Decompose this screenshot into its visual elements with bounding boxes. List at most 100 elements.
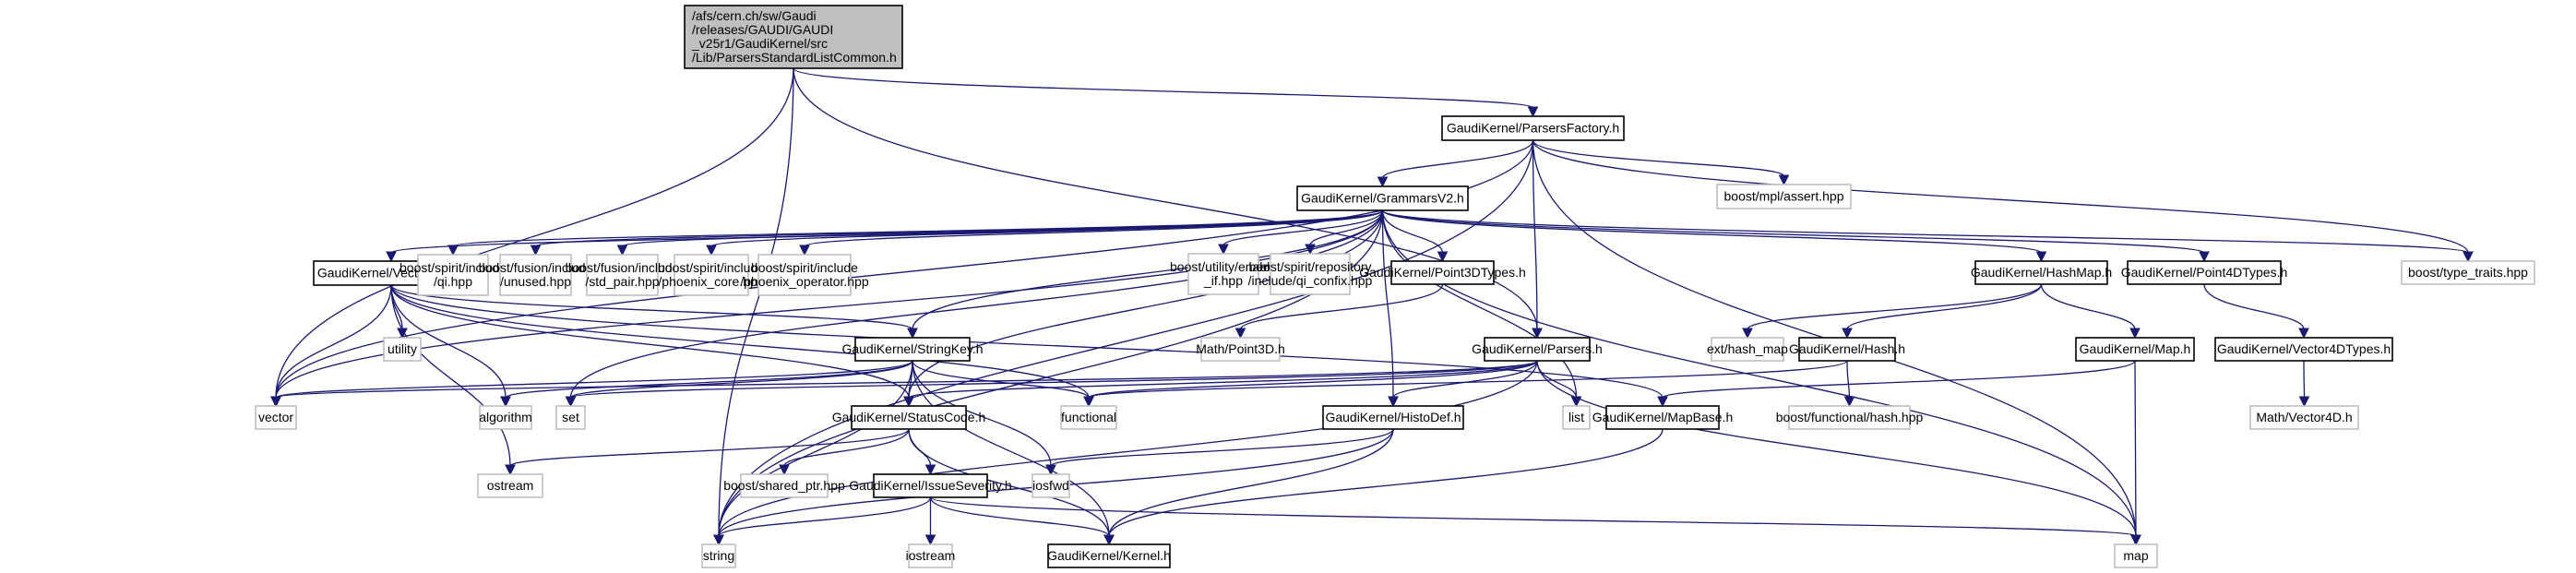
node-label-mplassert: boost/mpl/assert.hpp [1724, 189, 1844, 204]
node-string[interactable]: string [701, 543, 736, 568]
edge-parsers-to-map [1536, 360, 2137, 537]
node-box-ostream[interactable] [477, 473, 543, 498]
node-set[interactable]: set [555, 405, 586, 430]
node-phxop[interactable]: boost/spirit/include/phoenix_operator.hp… [740, 254, 869, 296]
node-iosfwd[interactable]: iosfwd [1032, 473, 1070, 498]
node-label-enableif: _if.hpp [1203, 273, 1243, 288]
node-box-phxop[interactable] [757, 254, 852, 296]
node-root[interactable]: /afs/cern.ch/sw/Gaudi/releases/GAUDI/GAU… [684, 5, 903, 69]
node-box-mathpoint3d[interactable] [1200, 337, 1281, 362]
node-iostream[interactable]: iostream [906, 543, 956, 568]
node-mathvector4d[interactable]: Math/Vector4D.h [2249, 405, 2359, 430]
node-parsers[interactable]: GaudiKernel/Parsers.h [1472, 337, 1603, 362]
node-box-hashmap[interactable] [1974, 260, 2108, 285]
node-box-set[interactable] [555, 405, 586, 430]
node-box-list[interactable] [1562, 405, 1591, 430]
node-enableif[interactable]: boost/utility/enable_if.hpp [1170, 253, 1277, 295]
edge-grammarsv2-to-point4d [1381, 209, 2205, 254]
edge-stringkey-to-algorithm [505, 360, 913, 399]
node-list[interactable]: list [1562, 405, 1591, 430]
node-functional[interactable]: functional [1060, 405, 1117, 430]
arrowhead-parsers-to-set [565, 396, 577, 408]
node-box-iosfwd[interactable] [1032, 473, 1070, 498]
node-box-iostream[interactable] [908, 543, 953, 568]
node-box-mathvector4d[interactable] [2249, 405, 2359, 430]
node-box-root[interactable] [684, 5, 903, 69]
node-box-statuscode[interactable] [851, 405, 967, 430]
node-box-parsersfactory[interactable] [1441, 115, 1625, 141]
node-qi[interactable]: boost/spirit/include/qi.hpp [400, 254, 507, 296]
node-exthashmap[interactable]: ext/hash_map [1707, 337, 1788, 362]
edge-parsers-to-statuscode [908, 360, 1538, 399]
node-box-point4d[interactable] [2127, 260, 2282, 285]
node-stdpair[interactable]: boost/fusion/include/std_pair.hpp [566, 254, 680, 296]
node-issueseverity[interactable]: GaudiKernel/IssueSeverity.h [849, 473, 1012, 498]
node-box-vector[interactable] [255, 405, 297, 430]
node-box-qi[interactable] [417, 254, 489, 296]
node-box-confix[interactable] [1270, 253, 1351, 295]
node-label-root: /Lib/ParsersStandardListCommon.h [692, 50, 897, 65]
node-ostream[interactable]: ostream [477, 473, 543, 498]
node-statuscode[interactable]: GaudiKernel/StatusCode.h [832, 405, 986, 430]
node-box-mapbase[interactable] [1605, 405, 1720, 430]
node-box-phxcore[interactable] [674, 254, 749, 296]
node-phxcore[interactable]: boost/spirit/include/phoenix_core.hpp [658, 254, 765, 296]
arrowhead-grammarsv2-to-stdpair [616, 245, 628, 257]
node-unused[interactable]: boost/fusion/include/unused.hpp [479, 254, 593, 296]
node-kernel[interactable]: GaudiKernel/Kernel.h [1047, 543, 1171, 568]
node-box-map_h[interactable] [2075, 337, 2195, 362]
node-typetraits[interactable]: boost/type_traits.hpp [2401, 260, 2535, 285]
node-box-issueseverity[interactable] [873, 473, 988, 498]
node-label-confix: /include/qi_confix.hpp [1248, 273, 1373, 288]
node-vector4d[interactable]: GaudiKernel/Vector4DTypes.h [2214, 337, 2393, 362]
node-box-point3d[interactable] [1390, 260, 1495, 285]
node-box-hash[interactable] [1798, 337, 1896, 362]
node-box-stdpair[interactable] [586, 254, 659, 296]
node-sharedptr[interactable]: boost/shared_ptr.hpp [723, 473, 845, 498]
node-box-utility[interactable] [383, 337, 422, 362]
node-point4d[interactable]: GaudiKernel/Point4DTypes.h [2121, 260, 2288, 285]
node-box-exthashmap[interactable] [1711, 337, 1784, 362]
node-label-sharedptr: boost/shared_ptr.hpp [723, 478, 845, 493]
node-fnhash[interactable]: boost/functional/hash.hpp [1776, 405, 1924, 430]
node-mathpoint3d[interactable]: Math/Point3D.h [1196, 337, 1285, 362]
node-box-enableif[interactable] [1187, 253, 1259, 295]
node-box-typetraits[interactable] [2401, 260, 2535, 285]
node-stringkey[interactable]: GaudiKernel/StringKey.h [841, 337, 984, 362]
node-box-sharedptr[interactable] [740, 473, 829, 498]
node-vector[interactable]: vector [255, 405, 297, 430]
node-box-map[interactable] [2114, 543, 2158, 568]
edge-point3d-to-mathpoint3d [1239, 283, 1444, 330]
node-mapbase[interactable]: GaudiKernel/MapBase.h [1592, 405, 1734, 430]
node-map[interactable]: map [2114, 543, 2158, 568]
edge-hashmap-to-hash [1846, 283, 2043, 330]
node-box-kernel[interactable] [1047, 543, 1171, 568]
node-box-parsers[interactable] [1484, 337, 1591, 362]
node-hashmap[interactable]: GaudiKernel/HashMap.h [1971, 260, 2112, 285]
node-box-vector4d[interactable] [2214, 337, 2393, 362]
node-point3d[interactable]: GaudiKernel/Point3DTypes.h [1359, 260, 1526, 285]
node-box-functional[interactable] [1060, 405, 1117, 430]
node-map_h[interactable]: GaudiKernel/Map.h [2075, 337, 2195, 362]
node-grammarsv2[interactable]: GaudiKernel/GrammarsV2.h [1296, 185, 1469, 211]
node-histodef[interactable]: GaudiKernel/HistoDef.h [1322, 405, 1464, 430]
node-box-string[interactable] [701, 543, 736, 568]
node-algorithm[interactable]: algorithm [479, 405, 532, 430]
node-box-algorithm[interactable] [479, 405, 532, 430]
arrowhead-grammarsv2-to-qi [447, 245, 459, 257]
node-box-fnhash[interactable] [1788, 405, 1911, 430]
node-box-stringkey[interactable] [854, 337, 971, 362]
node-parsersfactory[interactable]: GaudiKernel/ParsersFactory.h [1441, 115, 1625, 141]
node-mplassert[interactable]: boost/mpl/assert.hpp [1716, 184, 1852, 209]
arrowhead-grammarsv2-to-enableif [1218, 244, 1229, 256]
node-hash[interactable]: GaudiKernel/Hash.h [1789, 337, 1905, 362]
node-box-grammarsv2[interactable] [1296, 185, 1469, 211]
node-utility[interactable]: utility [383, 337, 422, 362]
node-box-mplassert[interactable] [1716, 184, 1852, 209]
node-confix[interactable]: boost/spirit/repository/include/qi_confi… [1248, 253, 1373, 295]
node-box-unused[interactable] [499, 254, 572, 296]
node-box-histodef[interactable] [1322, 405, 1464, 430]
node-label-string: string [703, 548, 734, 563]
arrowhead-statuscode-to-issueseverity [924, 464, 936, 476]
node-label-map: map [2123, 548, 2148, 563]
